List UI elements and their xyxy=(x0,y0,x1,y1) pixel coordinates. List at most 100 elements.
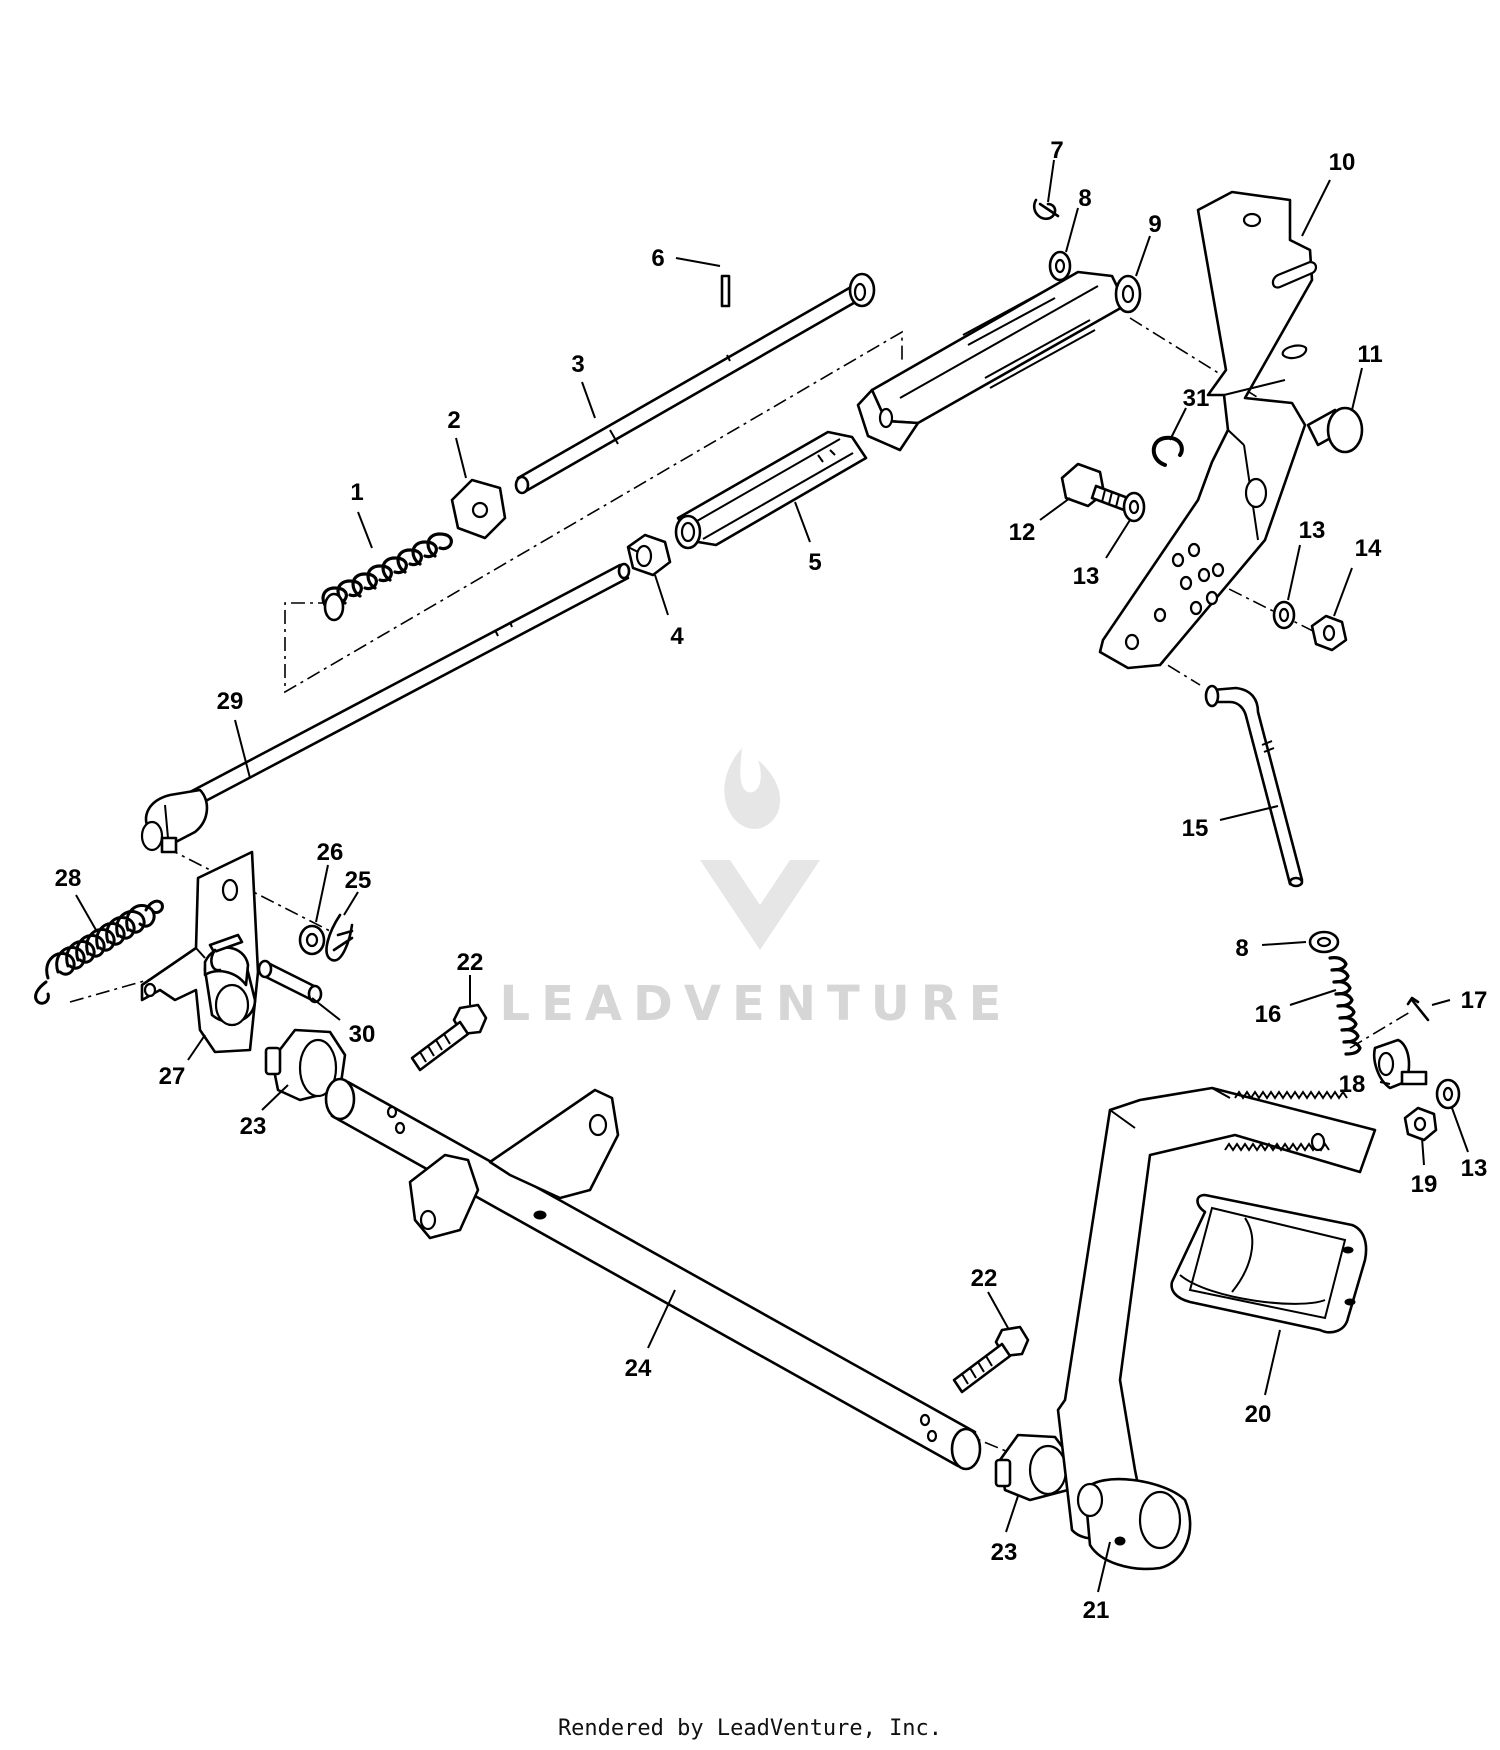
label-23-left: 23 xyxy=(240,1113,267,1140)
leader-11 xyxy=(1351,367,1363,411)
nut-part-19 xyxy=(1403,1106,1438,1142)
label-2: 2 xyxy=(447,407,460,434)
label-6: 6 xyxy=(651,245,664,272)
label-15: 15 xyxy=(1182,815,1209,842)
pin-part-30 xyxy=(257,959,323,1004)
watermark-text: LEADVENTURE xyxy=(500,976,1013,1032)
swivel-part-18 xyxy=(1372,1038,1428,1090)
label-22-top: 22 xyxy=(457,949,484,976)
label-3: 3 xyxy=(571,351,584,378)
ring-part-31 xyxy=(1151,435,1184,467)
label-21: 21 xyxy=(1083,1597,1110,1624)
label-26: 26 xyxy=(317,839,344,866)
label-5: 5 xyxy=(808,549,821,576)
leader-23-bottom xyxy=(1005,1495,1019,1533)
label-7: 7 xyxy=(1050,137,1063,164)
alignment-line-washer-nut xyxy=(1204,576,1326,638)
label-13-b: 13 xyxy=(1299,517,1326,544)
leader-24 xyxy=(647,1289,676,1349)
leader-18 xyxy=(1379,1081,1391,1085)
leader-21 xyxy=(1097,1541,1111,1593)
washer-part-26 xyxy=(298,924,326,956)
leader-6 xyxy=(675,257,721,267)
callout-labels: 1 2 3 4 5 6 7 8 9 10 11 31 12 13 13 14 2… xyxy=(55,137,1488,1624)
washer-part-13-a xyxy=(1122,491,1146,523)
leader-8-bottom xyxy=(1261,941,1307,946)
pedal-pad-part-20 xyxy=(1170,1193,1368,1334)
pin-part-6 xyxy=(720,274,731,308)
leader-3 xyxy=(581,381,596,419)
spring-part-16 xyxy=(1328,956,1362,1056)
leader-19 xyxy=(1421,1137,1425,1166)
bolt-part-12 xyxy=(1060,462,1130,512)
label-1: 1 xyxy=(350,479,363,506)
label-11: 11 xyxy=(1357,341,1382,368)
label-19: 19 xyxy=(1411,1171,1438,1198)
label-16: 16 xyxy=(1255,1001,1282,1028)
label-17: 17 xyxy=(1461,987,1488,1014)
label-30: 30 xyxy=(349,1021,376,1048)
bracket-part-27 xyxy=(140,850,260,1054)
label-23-bottom: 23 xyxy=(991,1539,1018,1566)
alignment-line-clevis xyxy=(1349,1011,1411,1049)
label-4: 4 xyxy=(670,623,684,650)
pin-part-17 xyxy=(1406,996,1430,1022)
bushing-part-23-left xyxy=(264,1028,347,1102)
washer-part-13-c xyxy=(1435,1078,1461,1110)
label-24: 24 xyxy=(625,1355,652,1382)
leader-27 xyxy=(187,1034,206,1061)
label-10: 10 xyxy=(1329,149,1356,176)
nut-part-2 xyxy=(450,478,507,540)
bushing-part-23-bottom xyxy=(994,1433,1074,1502)
leader-15 xyxy=(1219,805,1279,821)
spring-part-1 xyxy=(321,532,453,622)
flame-v-logo xyxy=(700,748,820,950)
label-12: 12 xyxy=(1009,519,1036,546)
spring-part-28 xyxy=(34,899,164,1005)
bolt-part-22-top xyxy=(410,1003,488,1072)
bracket-part-10 xyxy=(1098,190,1318,670)
washer-part-8-top xyxy=(1048,250,1072,282)
label-13-c: 13 xyxy=(1461,1155,1488,1182)
label-9: 9 xyxy=(1148,211,1161,238)
leader-1 xyxy=(357,511,373,549)
leader-23-left xyxy=(261,1084,289,1111)
leader-20 xyxy=(1264,1329,1281,1396)
label-13-a: 13 xyxy=(1073,563,1100,590)
nut-part-14 xyxy=(1310,614,1348,652)
leader-31 xyxy=(1169,407,1187,441)
washer-part-8-bottom xyxy=(1308,930,1340,954)
watermark: LEADVENTURE xyxy=(500,748,1013,1032)
rod-part-3 xyxy=(514,272,876,495)
alignment-line-spring xyxy=(284,330,903,694)
leader-12 xyxy=(1039,497,1071,521)
label-8-bottom: 8 xyxy=(1235,935,1248,962)
leader-25 xyxy=(343,891,359,916)
nut-part-4 xyxy=(626,533,672,577)
bracket-part-9 xyxy=(856,270,1142,452)
label-29: 29 xyxy=(217,688,244,715)
leader-22-bottom xyxy=(987,1291,1009,1329)
leader-lines xyxy=(75,159,1469,1593)
leader-5 xyxy=(794,501,811,543)
leader-29 xyxy=(234,719,251,779)
label-14: 14 xyxy=(1355,535,1382,562)
render-credit: Rendered by LeadVenture, Inc. xyxy=(557,1716,943,1741)
alignment-line-spring-28 xyxy=(69,967,191,1003)
rod-part-29 xyxy=(140,562,631,854)
label-31: 31 xyxy=(1183,385,1210,412)
leader-10 xyxy=(1301,179,1331,237)
pin-part-11 xyxy=(1306,406,1364,454)
leader-13-a xyxy=(1105,519,1131,559)
leader-16 xyxy=(1289,989,1337,1006)
leader-9 xyxy=(1135,235,1151,277)
leader-13-b xyxy=(1287,544,1301,601)
rod-part-15 xyxy=(1204,684,1304,888)
leader-13-c xyxy=(1451,1107,1469,1153)
label-25: 25 xyxy=(345,867,372,894)
leader-8-top xyxy=(1065,207,1079,253)
label-8-top: 8 xyxy=(1078,185,1091,212)
tube-part-5 xyxy=(674,430,868,550)
leader-4 xyxy=(654,574,669,616)
bolt-part-22-bottom xyxy=(952,1325,1030,1394)
